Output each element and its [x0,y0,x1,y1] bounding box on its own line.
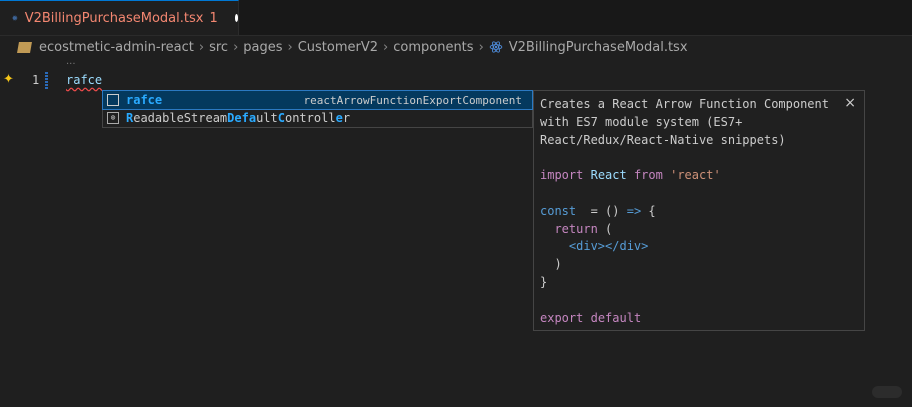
sticky-scroll-ellipsis: ... [66,56,76,67]
folder-icon [17,41,32,53]
breadcrumb-item[interactable]: src [209,39,229,55]
chevron-right-icon: › [478,39,484,55]
snippet-icon [107,94,119,106]
breadcrumb-item[interactable]: CustomerV2 [297,39,379,55]
chevron-right-icon: › [233,39,239,55]
suggestion-label: rafce [126,93,163,107]
suggestion-list: rafce reactArrowFunctionExportComponent … [102,90,533,128]
class-icon: ⊚ [107,112,119,124]
suggestion-details-panel: × Creates a React Arrow Function Compone… [533,90,865,331]
suggestion-detail: reactArrowFunctionExportComponent [303,93,522,107]
chevron-right-icon: › [198,39,205,55]
modified-gutter-indicator [45,72,48,90]
breadcrumb: ecostmetic-admin-react› src› pages› Cust… [17,37,688,57]
sparkle-icon[interactable]: ✦ [3,72,14,87]
editor-line[interactable]: ✦ 1 rafce [0,72,912,90]
watermark-badge [872,386,902,398]
close-icon[interactable]: × [844,95,856,111]
tab-bar: V2BillingPurchaseModal.tsx 1 [0,0,912,36]
react-icon [489,41,503,53]
description: Creates a React Arrow Function Component… [540,97,829,147]
tab-v2billingpurchasemodal[interactable]: V2BillingPurchaseModal.tsx 1 [0,0,239,35]
breadcrumb-item[interactable]: V2BillingPurchaseModal.tsx [508,39,688,55]
problem-count: 1 [209,10,218,26]
unsaved-dot-icon[interactable] [234,14,238,22]
line-number: 1 [32,73,40,87]
breadcrumb-item[interactable]: pages [243,39,283,55]
tab-title: V2BillingPurchaseModal.tsx [24,10,204,26]
suggestion-item-rafce[interactable]: rafce reactArrowFunctionExportComponent [102,90,533,110]
breadcrumb-item[interactable]: components [393,39,474,55]
chevron-right-icon: › [383,39,389,55]
suggestion-item-readablestreamdefaultcontroller[interactable]: ⊚ ReadableStreamDefaultController [103,109,532,127]
snippet-preview: import React from 'react' const = () => … [540,168,721,325]
code-text[interactable]: rafce [66,73,103,87]
breadcrumb-item[interactable]: ecostmetic-admin-react [39,39,194,55]
suggestion-label: ReadableStreamDefaultController [126,111,351,125]
react-icon [12,15,18,21]
chevron-right-icon: › [287,39,293,55]
